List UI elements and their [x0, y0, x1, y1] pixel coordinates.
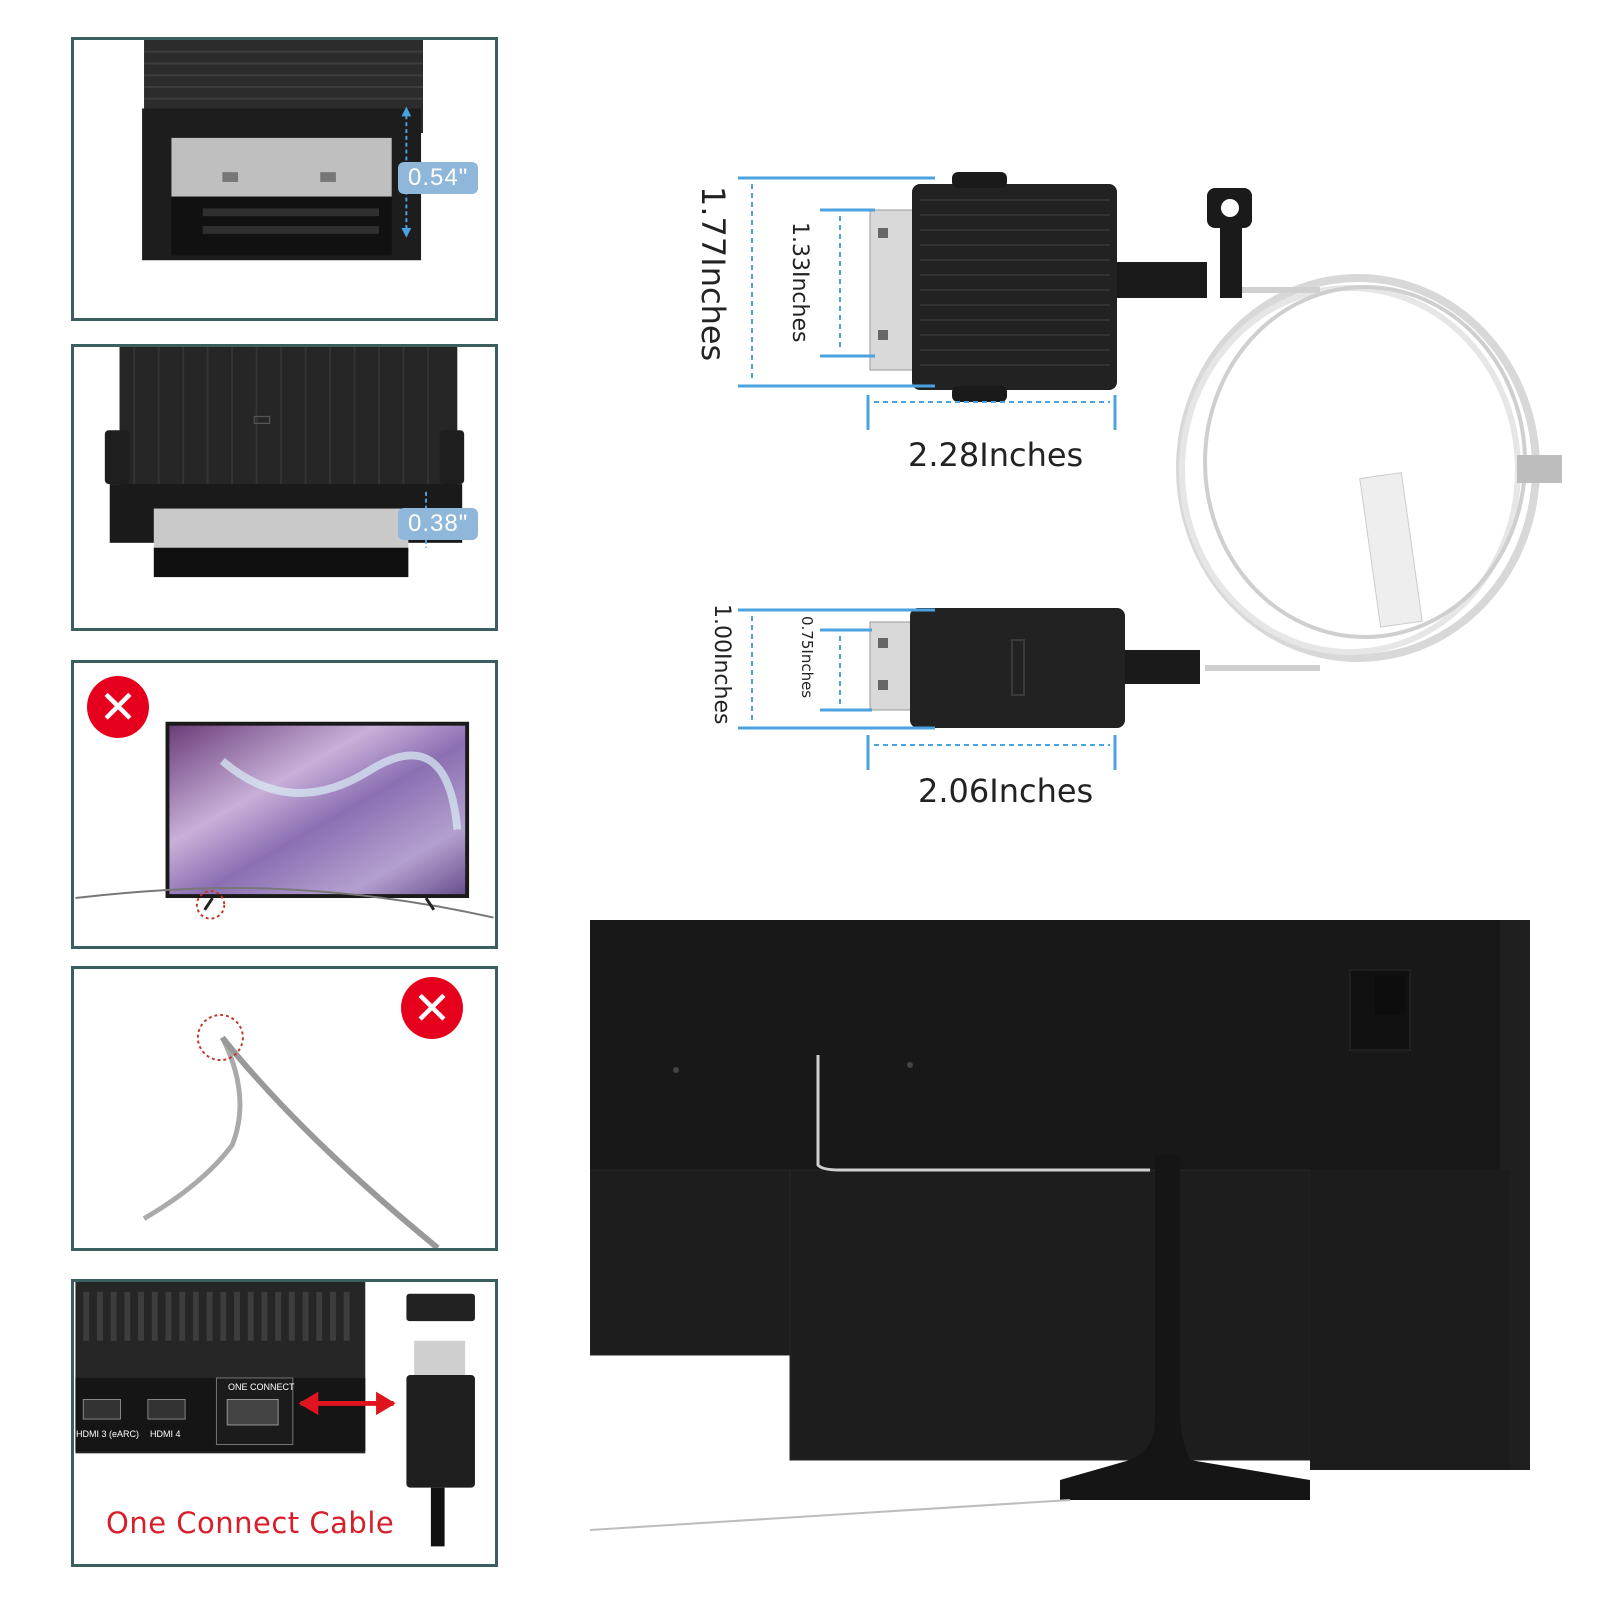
bent-cable-photo	[142, 1014, 440, 1248]
close-icon: ✕	[87, 676, 149, 738]
large-height-outer-label: 1.77Inches	[694, 186, 732, 362]
plug-photo	[142, 40, 424, 261]
cable-label-tag	[1359, 472, 1423, 628]
tv-back-photo	[590, 920, 1530, 1531]
panel-one-connect-port: HDMI 3 (eARC) HDMI 4 ONE CONNECT One Con…	[71, 1279, 498, 1567]
small-height-outer-label: 1.00Inches	[709, 604, 734, 725]
port-label-hdmi4: HDMI 4	[150, 1429, 181, 1439]
small-width-label: 2.06Inches	[918, 772, 1094, 810]
port-label-hdmi3: HDMI 3 (eARC)	[76, 1429, 140, 1439]
close-icon: ✕	[401, 977, 463, 1039]
socket-photo: ▭	[104, 347, 465, 578]
cable-tie	[1517, 455, 1562, 483]
panel-plug-height: 0.54"	[71, 37, 498, 321]
socket-height-badge: 0.38"	[398, 508, 479, 540]
port-label-one-connect: ONE CONNECT	[228, 1382, 295, 1392]
tv-photo	[75, 721, 494, 920]
panel-socket-height: ▭ 0.38"	[71, 344, 498, 631]
one-connect-caption: One Connect Cable	[106, 1506, 395, 1540]
large-width-label: 2.28Inches	[908, 436, 1084, 474]
panel-cable-bend-warning: ✕	[71, 966, 498, 1251]
plug-height-badge: 0.54"	[398, 162, 479, 194]
tv-emboss: ▭	[252, 406, 272, 431]
panel-cable-tension-warning: ✕	[71, 660, 498, 949]
port-photo	[75, 1282, 475, 1547]
large-height-inner-label: 1.33Inches	[787, 222, 812, 343]
cable-dimension-diagram	[738, 172, 1562, 770]
small-height-inner-label: 0.75Inches	[798, 616, 816, 699]
